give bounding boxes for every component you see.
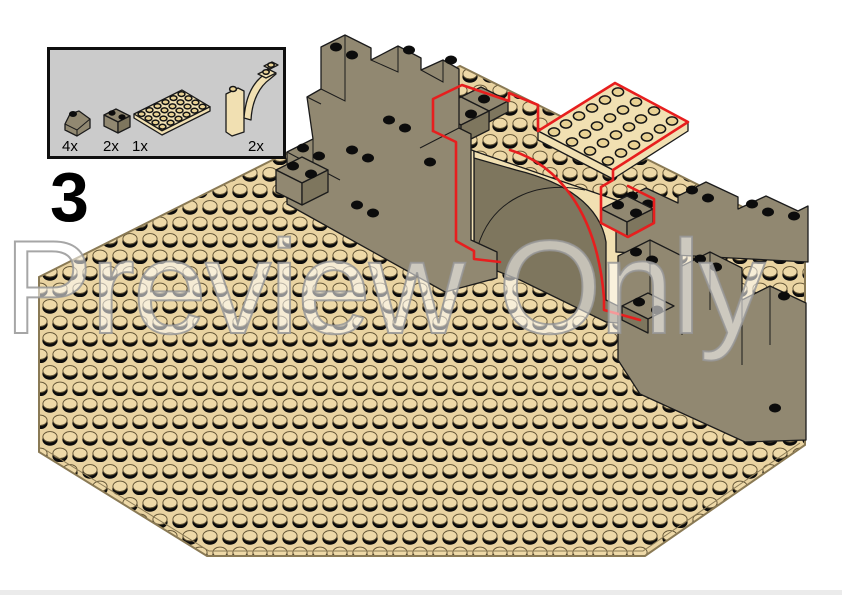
red-highlight-outline (431, 81, 690, 322)
part-qty-slope: 4x (62, 138, 78, 155)
top-right-brick-row (615, 181, 809, 263)
parts-box: 4x 2x 1x 2x (47, 47, 286, 159)
new-plate-4x6 (537, 82, 689, 180)
plate-studs (547, 87, 679, 166)
left-rock-massif (286, 34, 498, 293)
left-single-brick (275, 156, 329, 206)
part-qty-plate: 1x (132, 138, 148, 155)
arch-1x5x4-icon (220, 58, 280, 140)
right-rock-panel (617, 239, 807, 443)
slope-brick-1x2-icon (60, 104, 98, 138)
part-qty-arch: 2x (248, 138, 264, 155)
step-number: 3 (50, 158, 89, 236)
footer-strip (0, 590, 842, 595)
baseplate (38, 64, 806, 557)
brick-1x2-icon (100, 104, 134, 138)
arch-right-bricks (600, 195, 654, 238)
plate-4x6-icon (128, 76, 223, 140)
part-qty-brick: 2x (103, 138, 119, 155)
